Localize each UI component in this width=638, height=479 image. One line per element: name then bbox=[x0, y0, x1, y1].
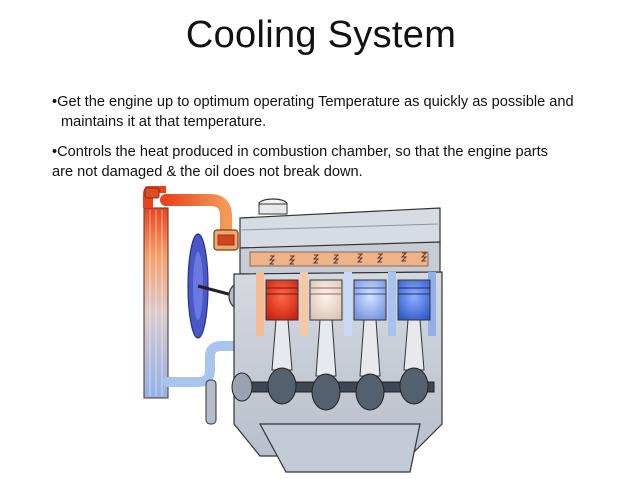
bullet-item: •Get the engine up to optimum operating … bbox=[52, 92, 632, 132]
oil-pan bbox=[258, 423, 421, 473]
fan bbox=[187, 233, 237, 339]
bullet-line: •Controls the heat produced in combustio… bbox=[52, 144, 548, 160]
thermostat-housing bbox=[213, 229, 239, 251]
cylinder-2 bbox=[309, 279, 343, 377]
cylinder-4 bbox=[397, 279, 431, 371]
bullet-line: maintains it at that temperature. bbox=[61, 114, 267, 130]
bullet-list: •Get the engine up to optimum operating … bbox=[52, 92, 632, 192]
upper-hose bbox=[160, 194, 232, 240]
valve-springs bbox=[268, 252, 428, 265]
bullet-item: •Controls the heat produced in combustio… bbox=[52, 142, 632, 182]
engine-cooling-diagram bbox=[143, 186, 443, 473]
radiator bbox=[143, 186, 169, 399]
coolant-jackets bbox=[256, 272, 436, 336]
slide-title: Cooling System bbox=[185, 14, 457, 56]
cylinder-1 bbox=[265, 279, 299, 371]
crankshaft bbox=[231, 367, 435, 411]
lower-hose bbox=[163, 341, 239, 387]
oil-filler-cap bbox=[258, 198, 288, 215]
bullet-line: are not damaged & the oil does not break… bbox=[52, 164, 363, 180]
bullet-line: •Get the engine up to optimum operating … bbox=[52, 94, 574, 110]
cylinder-3 bbox=[353, 279, 387, 377]
